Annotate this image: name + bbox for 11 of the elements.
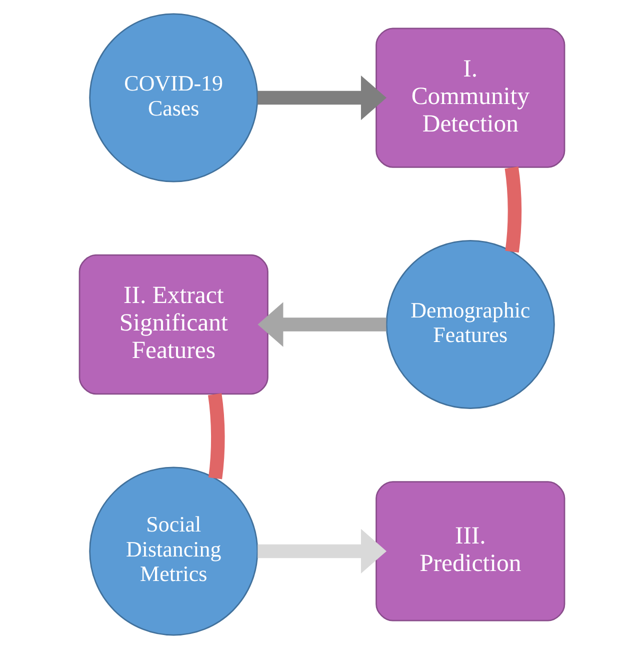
node-circle: Social Distancing Metrics	[89, 466, 258, 636]
node-box: II. Extract Significant Features	[78, 254, 268, 395]
node-box: I. Community Detection	[376, 28, 566, 168]
connector	[504, 166, 522, 252]
arrow	[258, 75, 387, 120]
arrow	[258, 302, 386, 347]
node-box: III. Prediction	[376, 481, 566, 622]
node-circle: COVID-19 Cases	[89, 13, 258, 182]
node-circle: Demographic Features	[386, 240, 555, 409]
arrow	[258, 528, 387, 574]
connector	[208, 393, 225, 480]
